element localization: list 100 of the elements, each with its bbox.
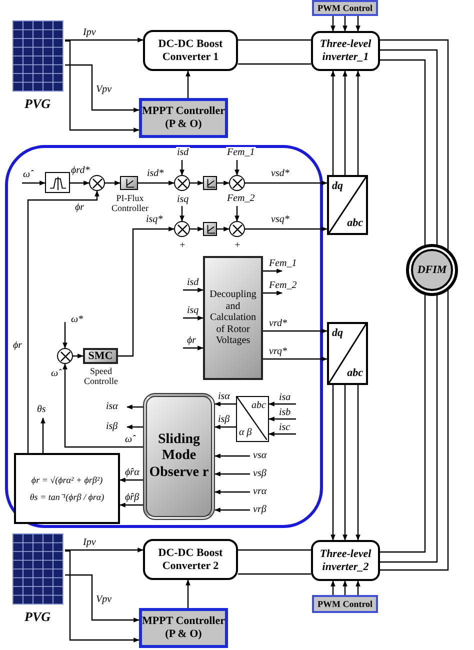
arrow <box>119 478 143 482</box>
arrow <box>40 417 46 453</box>
arrow <box>214 508 250 512</box>
edge-label: isα <box>217 391 231 402</box>
summing-junction <box>89 175 105 191</box>
node-label: MPPT Controller (P & O) <box>142 615 225 641</box>
edge-label: vrd* <box>268 318 288 329</box>
inverter-box <box>311 540 380 581</box>
node-label: PVG <box>24 97 50 112</box>
connector-line <box>380 290 449 571</box>
node-label: PWM Control <box>317 2 373 14</box>
arrow <box>190 180 204 186</box>
edge-label: ω̂ <box>124 434 134 445</box>
block-label: α β <box>239 426 252 438</box>
edge-label: ω̂ <box>22 169 32 180</box>
rate-limiter-block <box>45 172 70 193</box>
arrow <box>27 190 100 453</box>
formula-box <box>14 453 120 524</box>
node-label: Three-level inverter_2 <box>318 548 372 574</box>
arrow <box>138 180 175 186</box>
arrow <box>263 328 328 334</box>
connector-line <box>380 39 449 250</box>
edge-label: Ipv <box>82 537 97 548</box>
summing-junction <box>57 348 73 364</box>
converter-box <box>143 30 238 71</box>
arrow <box>65 40 140 132</box>
arrow <box>126 424 143 430</box>
block-label: dq <box>332 327 343 340</box>
arrow <box>214 424 236 430</box>
edge-label: isq <box>176 194 190 205</box>
arrow <box>65 550 140 642</box>
edge-label: isc <box>278 422 292 433</box>
converter-box <box>143 539 238 580</box>
arrow <box>330 385 360 541</box>
summing-junction <box>174 175 190 191</box>
pwm-box <box>312 0 378 16</box>
edge-label: isa <box>278 392 292 403</box>
pi-block <box>203 222 217 236</box>
arrow <box>180 206 184 222</box>
arrow <box>118 226 175 357</box>
transform-block <box>327 175 368 235</box>
connector-line <box>238 549 311 575</box>
arrow <box>214 490 250 494</box>
arrow <box>268 416 296 422</box>
block-caption: Speed Controlle <box>83 366 119 386</box>
block-label: abc <box>347 367 363 380</box>
transform-block <box>327 322 368 385</box>
arrow <box>119 502 143 508</box>
arrow <box>183 316 204 320</box>
arrow <box>245 226 328 232</box>
block-label: abc <box>252 400 266 412</box>
edge-label: isq <box>186 305 200 316</box>
edge-label: isb <box>278 407 292 418</box>
arrow <box>65 548 144 552</box>
node-label: SMC <box>88 350 113 362</box>
arrow <box>234 206 240 222</box>
arrow <box>186 579 190 608</box>
controller-box <box>83 348 118 364</box>
node-label: PWM Control <box>317 598 373 610</box>
node-label: PVG <box>24 610 50 625</box>
arrow <box>186 70 190 98</box>
arrow <box>268 432 296 436</box>
arrow <box>217 180 230 186</box>
arrow <box>62 322 68 349</box>
edge-label: isβ <box>105 421 119 432</box>
connector-line <box>238 39 311 65</box>
edge-label: isd* <box>146 168 165 179</box>
edge-label: isβ <box>217 414 231 425</box>
edge-label: vsα <box>252 450 268 461</box>
arrow <box>126 404 143 410</box>
arrow <box>65 64 140 112</box>
edge-label: Vpv <box>95 84 113 95</box>
arrow <box>214 454 250 458</box>
node-label: θs = tan⁻¹(ϕrβ / ϕrα) <box>30 492 104 502</box>
signal-label: ω̂ <box>50 368 60 379</box>
arrow <box>263 268 283 274</box>
controller-box <box>139 608 228 648</box>
edge-label: vrα <box>252 486 268 497</box>
transform-block <box>236 396 269 442</box>
observer-box <box>143 393 215 520</box>
node-label: Sliding Mode Observe r <box>148 432 210 481</box>
arrow <box>268 402 296 406</box>
edge-label: vrq* <box>268 346 288 357</box>
arrow <box>214 402 236 406</box>
pwm-box <box>312 595 378 613</box>
block-label: abc <box>347 217 363 230</box>
arrow <box>183 288 204 292</box>
arrow <box>105 180 121 186</box>
edge-label: Fem_2 <box>226 193 256 204</box>
signal-label: ϕr <box>12 340 24 351</box>
node-label: DC-DC Boost Converter 2 <box>157 546 224 572</box>
edge-label: Fem_1 <box>226 147 256 158</box>
node-label: Decoupling and Calculation of Rotor Voltages <box>208 289 258 347</box>
node-label: Three-level inverter_1 <box>318 38 372 64</box>
edge-label: vsβ <box>252 468 268 479</box>
arrow <box>65 38 144 42</box>
summing-junction <box>174 221 190 237</box>
arrow <box>330 16 360 32</box>
node-label: MPPT Controller (P & O) <box>142 105 225 131</box>
arrow <box>330 70 360 175</box>
